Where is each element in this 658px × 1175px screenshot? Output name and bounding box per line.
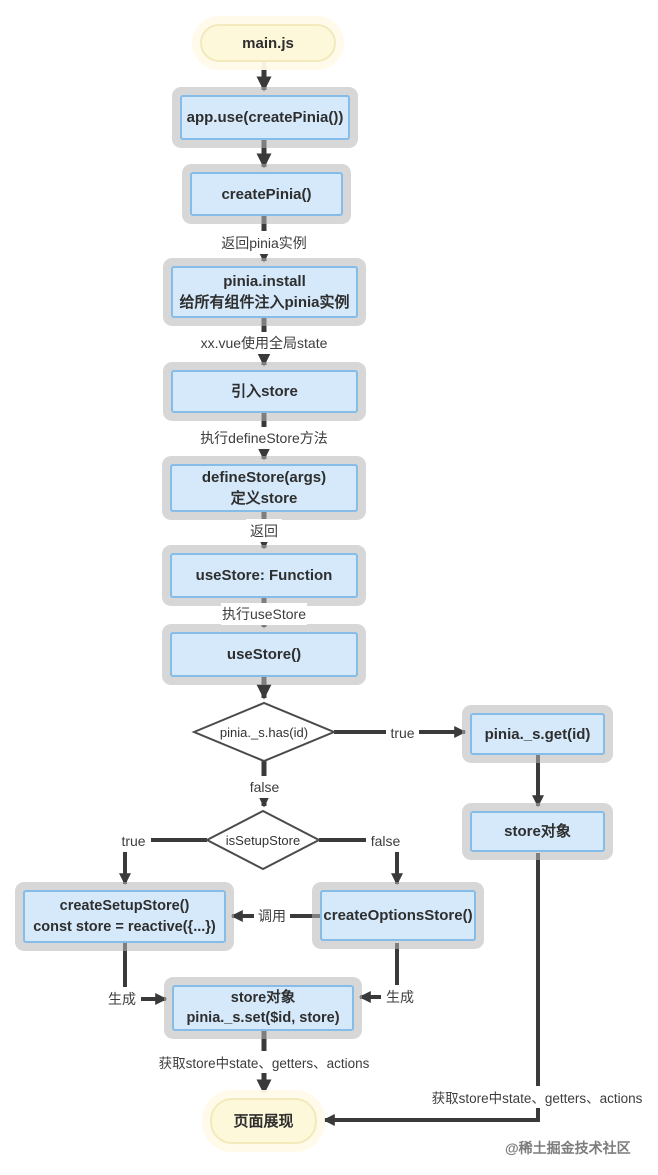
has-id-diamond bbox=[191, 701, 337, 763]
edge-label-true-left: true bbox=[116, 829, 151, 852]
decision-is-setup-store-label: isSetupStore bbox=[225, 832, 301, 848]
edge-label-return-pinia-instance: 返回pinia实例 bbox=[211, 231, 317, 254]
node-page-render: 页面展现 bbox=[210, 1098, 317, 1144]
node-define-store: defineStore(args) 定义store bbox=[170, 464, 358, 512]
decision-diamonds bbox=[191, 701, 337, 871]
edge-label-exec-use-store: 执行useStore bbox=[221, 603, 307, 625]
edge-label-true-right: true bbox=[386, 722, 419, 743]
node-store-object-set: store对象 pinia._s.set($id, store) bbox=[172, 985, 354, 1031]
node-use-store-call: useStore() bbox=[170, 632, 358, 677]
decision-has-id-label: pinia._s.has(id) bbox=[219, 724, 309, 740]
edge-label-false-right: false bbox=[366, 829, 405, 852]
node-app-use-create-pinia: app.use(createPinia()) bbox=[180, 95, 350, 140]
edge-label-exec-define-store: 执行defineStore方法 bbox=[198, 427, 330, 449]
edge-label-generate-left: 生成 bbox=[103, 987, 141, 1010]
edge-label-xx-vue-global-state: xx.vue使用全局state bbox=[198, 332, 330, 354]
node-create-options-store: createOptionsStore() bbox=[320, 890, 476, 941]
juejin-watermark: @稀土掘金技术社区 bbox=[505, 1140, 631, 1156]
edge-label-false-down: false bbox=[246, 776, 283, 798]
edge-label-return: 返回 bbox=[246, 519, 282, 542]
node-pinia-install: pinia.install 给所有组件注入pinia实例 bbox=[171, 266, 358, 318]
node-create-pinia: createPinia() bbox=[190, 172, 343, 216]
edge-label-get-state-bottom: 获取store中state、getters、actions bbox=[150, 1051, 378, 1073]
node-pinia-s-get-id: pinia._s.get(id) bbox=[470, 713, 605, 755]
is-setup-store-diamond bbox=[204, 809, 322, 871]
edge-label-invoke: 调用 bbox=[254, 904, 290, 928]
node-import-store: 引入store bbox=[171, 370, 358, 413]
node-main-js: main.js bbox=[200, 24, 336, 62]
node-store-object-right: store对象 bbox=[470, 811, 605, 852]
edge-label-get-state-right: 获取store中state、getters、actions bbox=[426, 1086, 648, 1108]
edge-label-generate-right: 生成 bbox=[381, 985, 419, 1008]
node-use-store-function: useStore: Function bbox=[170, 553, 358, 598]
node-create-setup-store: createSetupStore() const store = reactiv… bbox=[23, 890, 226, 943]
